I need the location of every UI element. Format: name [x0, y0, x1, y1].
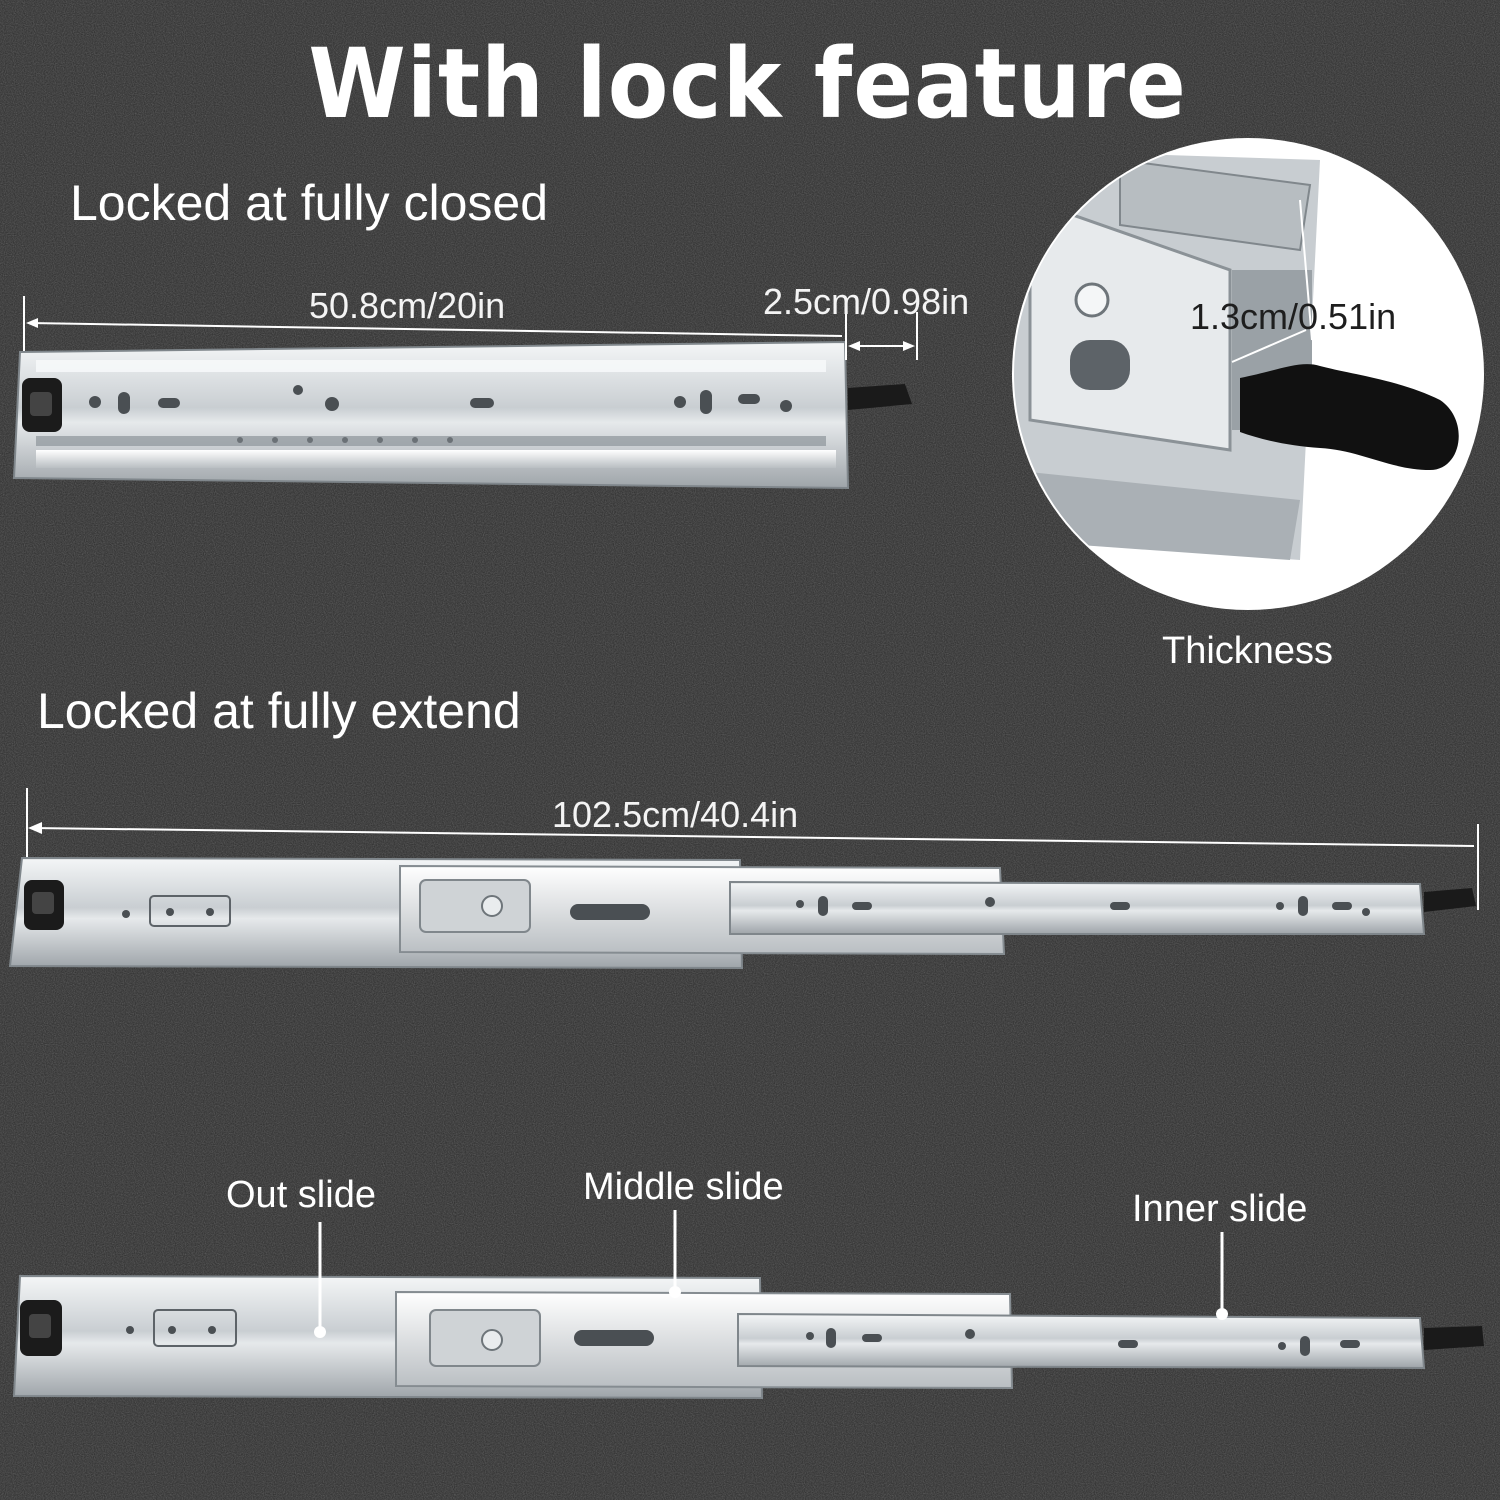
inset-lock-lever	[1240, 364, 1459, 470]
thickness-value-label: 1.3cm/0.51in	[1190, 296, 1397, 337]
inner-slide-label: Inner slide	[1132, 1188, 1308, 1230]
closed-slide	[12, 296, 918, 490]
thickness-inset	[1012, 138, 1484, 610]
extended-dim-line	[31, 827, 1475, 847]
closed-dim-arrow-left	[26, 318, 38, 328]
section-title-extended: Locked at fully extend	[37, 683, 521, 739]
closed-length-label: 50.8cm/20in	[309, 285, 506, 326]
section-title-closed: Locked at fully closed	[70, 175, 549, 231]
closed-lock-lever	[848, 384, 912, 410]
lever-extension-label: 2.5cm/0.98in	[763, 281, 970, 322]
out-slide-label: Out slide	[226, 1174, 376, 1216]
headline: With lock feature	[308, 28, 1187, 140]
labeled-slide	[12, 1210, 1484, 1400]
extended-length-label: 102.5cm/40.4in	[552, 794, 799, 835]
thickness-caption: Thickness	[1162, 630, 1334, 672]
middle-slide-label: Middle slide	[583, 1166, 784, 1208]
extended-slide	[8, 788, 1479, 970]
closed-dim-line	[29, 322, 843, 337]
